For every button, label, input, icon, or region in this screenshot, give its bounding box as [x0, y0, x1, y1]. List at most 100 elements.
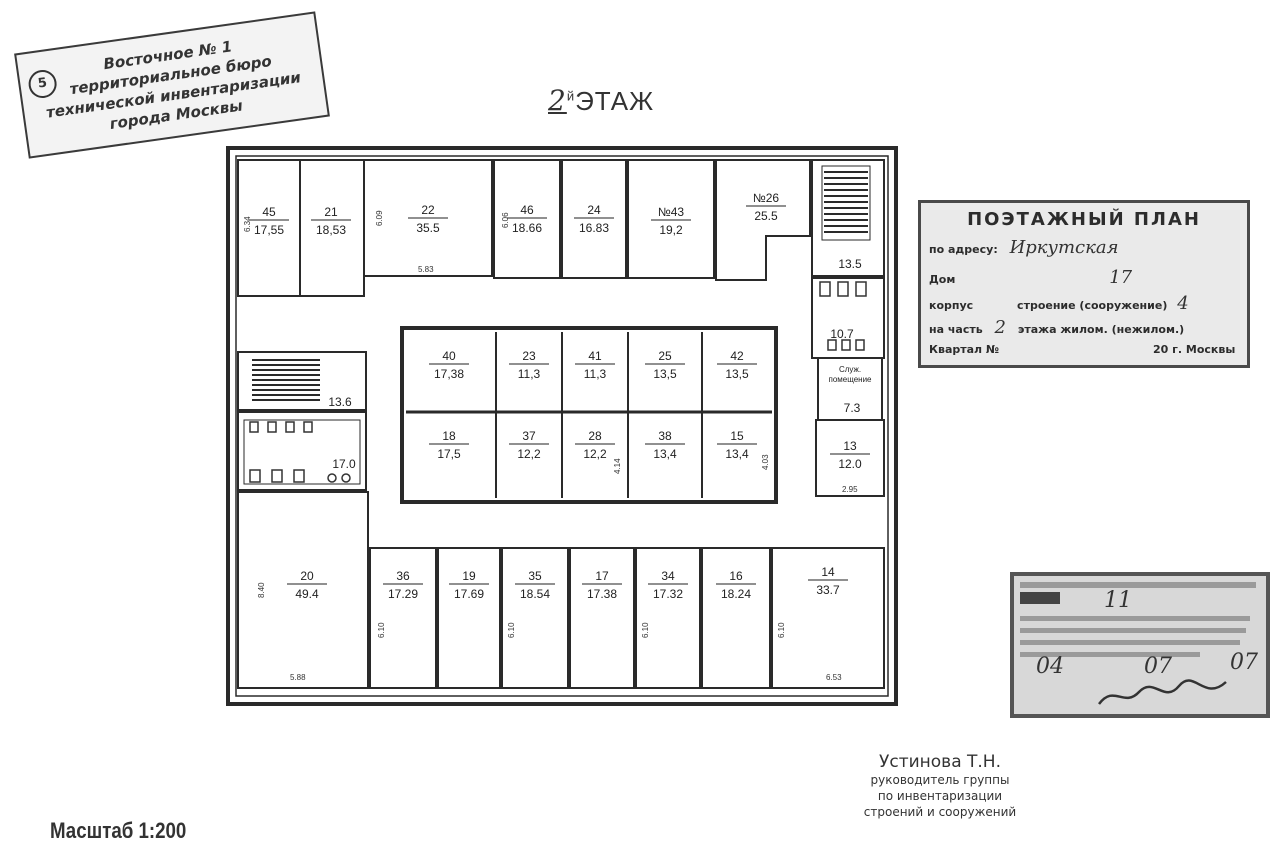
room-area: 17,38 — [434, 367, 464, 381]
room-36 — [369, 547, 437, 689]
signer-position-3: строений и сооружений — [863, 805, 1017, 819]
stair-treads-left — [252, 359, 320, 401]
approval-stamp-lines — [1020, 582, 1256, 657]
room-area: 17.38 — [587, 587, 617, 601]
room-area: 18.54 — [520, 587, 550, 601]
signer-name: Устинова Т.Н. — [879, 752, 1001, 772]
year-suffix: 20 г. Москвы — [1153, 343, 1236, 356]
dim-6-34: 6.34 — [243, 216, 252, 232]
street-name: Иркутская — [1009, 237, 1119, 258]
dim-8-40: 8.40 — [257, 582, 266, 598]
part-label: на часть — [929, 323, 983, 336]
room-area: 17.32 — [653, 587, 683, 601]
approval-year: 07 — [1230, 650, 1258, 675]
room-area: 17.69 — [454, 587, 484, 601]
room-number: №43 — [658, 205, 685, 219]
sanitary-fixtures — [249, 281, 867, 483]
room-number: 16 — [729, 569, 743, 583]
dim-6-10-a: 6.10 — [377, 622, 386, 638]
room-number: 21 — [324, 205, 338, 219]
room-number: 24 — [587, 203, 601, 217]
signer-position-1: руководитель группы — [870, 773, 1010, 787]
area-stair-left: 13.6 — [328, 395, 352, 409]
room-34 — [635, 547, 701, 689]
room-area: 19,2 — [659, 223, 683, 237]
area-wc-left: 17.0 — [332, 457, 356, 471]
room-24 — [561, 159, 627, 279]
room-number: 19 — [462, 569, 476, 583]
building-label: корпус — [929, 299, 974, 312]
service-label-2: помещение — [828, 375, 872, 384]
dim-5-83: 5.83 — [418, 265, 434, 274]
room-number: 13 — [843, 439, 857, 453]
plan-stamp-title: ПОЭТАЖНЫЙ ПЛАН — [967, 209, 1201, 230]
room-17 — [569, 547, 635, 689]
room-22 — [363, 159, 493, 277]
floor-title: 2йЭТАЖ — [548, 84, 654, 117]
room-area: 35.5 — [416, 221, 440, 235]
house-label: Дом — [929, 273, 956, 286]
room-number: 36 — [396, 569, 410, 583]
service-label-1: Служ. — [839, 365, 861, 374]
scale-label: Масштаб 1:200 — [50, 818, 187, 843]
wc-left — [237, 411, 367, 491]
room-number: 18 — [442, 429, 456, 443]
room-number: 35 — [528, 569, 542, 583]
room-number: 37 — [522, 429, 536, 443]
room-number: 28 — [588, 429, 602, 443]
room-number: №26 — [753, 191, 780, 205]
structure-number: 4 — [1177, 293, 1189, 314]
room-area: 18,53 — [316, 223, 346, 237]
room-area: 12,2 — [517, 447, 541, 461]
room-number: 41 — [588, 349, 602, 363]
room-number: 40 — [442, 349, 456, 363]
room-number: 25 — [658, 349, 672, 363]
room-area: 12.0 — [838, 457, 862, 471]
room-area: 18.24 — [721, 587, 751, 601]
room-number: 15 — [730, 429, 744, 443]
dim-6-10-d: 6.10 — [777, 622, 786, 638]
room-area: 17,55 — [254, 223, 284, 237]
dim-4-03: 4.03 — [761, 454, 770, 470]
approval-month: 07 — [1144, 654, 1172, 679]
room-number: 14 — [821, 565, 835, 579]
room-13 — [815, 419, 885, 497]
area-stair-right: 13.5 — [838, 257, 862, 271]
building-outline — [226, 146, 898, 706]
floor-label: ЭТАЖ — [575, 86, 655, 116]
dim-2-95: 2.95 — [842, 485, 858, 494]
room-20 — [237, 491, 369, 689]
address-label: по адресу: — [929, 243, 998, 256]
room-area: 13,4 — [653, 447, 677, 461]
central-block — [400, 326, 778, 504]
room-number: 22 — [421, 203, 435, 217]
dim-5-88: 5.88 — [290, 673, 306, 682]
room-14 — [771, 547, 885, 689]
room-area: 12,2 — [583, 447, 607, 461]
stair-treads-right — [824, 171, 868, 233]
room-area: 33.7 — [816, 583, 840, 597]
room-number: 38 — [658, 429, 672, 443]
house-number: 17 — [1109, 267, 1133, 288]
dim-6-09: 6.09 — [375, 210, 384, 226]
approval-stamp: 11 04 07 07 — [1010, 572, 1270, 718]
floor-suffix: й — [566, 88, 576, 104]
room-26 — [715, 159, 811, 281]
room-number: 46 — [520, 203, 534, 217]
room-number: 45 — [262, 205, 276, 219]
room-number: 23 — [522, 349, 536, 363]
room-number: 17 — [595, 569, 609, 583]
part-suffix: этажа жилом. (нежилом.) — [1017, 323, 1185, 336]
room-number: 34 — [661, 569, 675, 583]
room-area: 17.29 — [388, 587, 418, 601]
approval-number: 11 — [1104, 588, 1132, 613]
dim-6-06: 6.06 — [501, 212, 510, 228]
signer-position-2: по инвентаризации — [877, 789, 1003, 803]
approval-day: 04 — [1036, 654, 1064, 679]
dim-6-53: 6.53 — [826, 673, 842, 682]
room-43 — [627, 159, 715, 279]
signature-scribble — [1098, 679, 1227, 705]
room-area: 18.66 — [512, 221, 542, 235]
dim-6-10-b: 6.10 — [507, 622, 516, 638]
